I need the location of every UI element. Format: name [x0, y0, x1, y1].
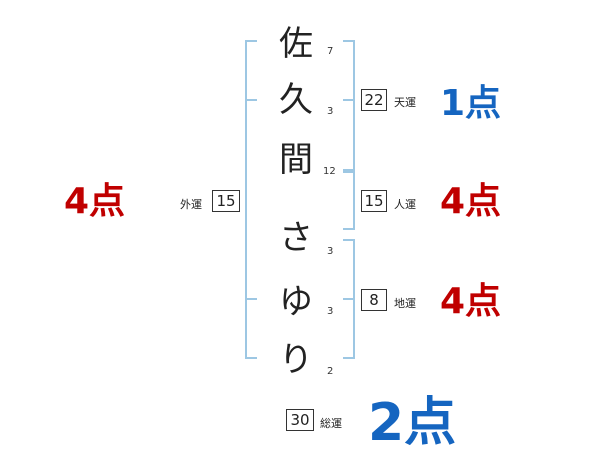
stroke-count-4: 3 — [327, 246, 334, 257]
jinkaku-label: 人運 — [394, 198, 416, 211]
name-char-4: さ — [279, 218, 313, 258]
chikaku-label: 地運 — [394, 297, 416, 310]
chikaku-score: 4点 — [440, 281, 502, 322]
name-char-6: り — [279, 340, 313, 380]
tenkaku-label: 天運 — [394, 96, 416, 109]
jinkaku-value-box: 15 — [361, 190, 387, 212]
stroke-count-2: 3 — [327, 106, 334, 117]
jinkaku-score: 4点 — [440, 181, 502, 222]
name-char-5: ゆ — [279, 282, 313, 322]
name-char-3: 間 — [279, 140, 313, 180]
soukaku-value-box: 30 — [286, 409, 314, 431]
chikaku-value-box: 8 — [361, 289, 387, 311]
stroke-count-3: 12 — [323, 166, 336, 177]
soukaku-label: 総運 — [320, 417, 342, 430]
gaikaku-label: 外運 — [180, 198, 202, 211]
stroke-count-6: 2 — [327, 366, 334, 377]
stroke-count-1: 7 — [327, 46, 334, 57]
gaikaku-score: 4点 — [64, 181, 126, 222]
name-char-2: 久 — [279, 80, 313, 120]
soukaku-score: 2点 — [368, 393, 457, 453]
tenkaku-score: 1点 — [440, 83, 502, 124]
stroke-count-5: 3 — [327, 306, 334, 317]
gaikaku-value-box: 15 — [212, 190, 240, 212]
tenkaku-value-box: 22 — [361, 89, 387, 111]
name-char-1: 佐 — [279, 24, 313, 64]
